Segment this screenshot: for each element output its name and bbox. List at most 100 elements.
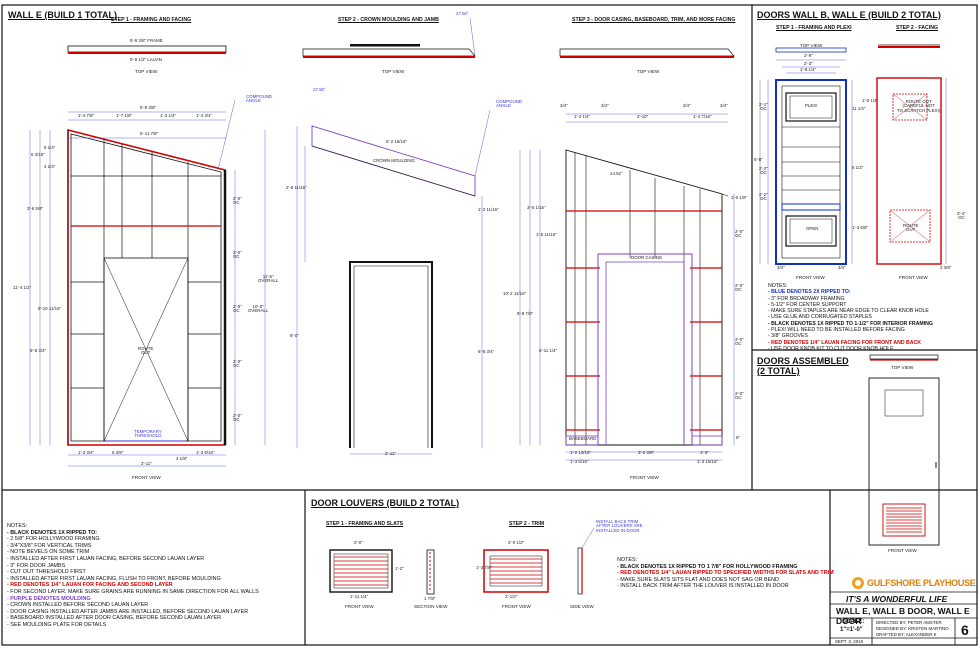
door-facing-top (878, 46, 940, 48)
dim-a11: 1'-3 5/8" (852, 225, 869, 230)
dim-a9: 5 1/2" (852, 165, 864, 170)
step1-top-frame (67, 45, 227, 53)
note-line: - INSTALL BACK TRIM AFTER THE LOUVER IS … (617, 583, 789, 590)
dim-f8: 14.52° (610, 171, 623, 176)
oc-f2: 2'-0" OC (735, 283, 744, 293)
note-line: - RED DENOTES 1/4" LAUAN RIPPED TO SPECI… (617, 570, 834, 577)
dim-a1: 2'-9" (804, 53, 813, 58)
dim-a12: 3/4" (777, 265, 785, 270)
plate-number: 6 (961, 622, 969, 638)
dim-f6: 3/4" (683, 103, 691, 108)
note-line: - 3/4"X3/8" FOR VERTICAL TRIMS (7, 542, 92, 549)
dim-f15: 1'-2 13/16" (570, 450, 591, 455)
plexi-label: PLEXI (805, 103, 818, 108)
dim-b5: 2'-0 1/2" (508, 540, 525, 545)
wall-e-step2: STEP 2 - CROWN MOULDING AND JAMB (338, 17, 439, 23)
note-line: - BLACK DENOTES 1X RIPPED TO: (7, 529, 98, 536)
designed-by: DESIGNED BY: KRISTEN MARTINO (876, 626, 949, 631)
dim-e2: 2'-8 11/16" (286, 185, 307, 190)
sheet-border (1, 4, 978, 646)
dim-d8: 6 3/16" (31, 152, 45, 157)
dim-d15: 6 3/8" (112, 450, 124, 455)
dim-b2: 1'-2" (395, 566, 404, 571)
note-line: - INSTALLED AFTER FIRST LAUAN FACING, FL… (7, 575, 221, 582)
louvers-side-view: SIDE VIEW (570, 604, 594, 609)
step2-top-jamb (350, 44, 420, 47)
note-line: - BLACK DENOTES 1X RIPPED TO 1-1/2" FOR … (768, 320, 933, 327)
dim-a7: 6'-8" (754, 157, 763, 162)
dim-d6: 5'-11 7/8" (140, 131, 159, 136)
lauan-label: 5'-9 1/2" LAUAN (130, 57, 162, 62)
overall-b: 10'-0" OVERALL (248, 304, 269, 314)
scale-label: SCALE: (842, 619, 865, 625)
oc-1: 2'-0" OC (233, 196, 242, 206)
dim-d7: 9 1/4" (44, 145, 56, 150)
louvers-notes: NOTES:- BLACK DENOTES 1X RIPPED TO 1 7/8… (617, 557, 834, 590)
note-line: - BLUE DENOTES 2X RIPPED TO: (768, 289, 851, 296)
dim-b7: 2'-1/2" (505, 594, 518, 599)
dim-d1: 5'-9 3/8" (140, 105, 157, 110)
doors-step2: STEP 2 - FACING (896, 25, 938, 31)
step3-top-view-label: TOP VIEW (637, 69, 660, 74)
dim-d4: 1'-3 1/4" (160, 113, 177, 118)
note-line: - BLACK DENOTES 1X RIPPED TO 1 7/8" FOR … (617, 563, 798, 570)
step2-top-lauan (303, 56, 475, 58)
dim-e5: 6'-8 3/4" (478, 349, 495, 354)
note-line: - RED DENOTES 1/4" LAUAN FACING FOR FRON… (768, 339, 921, 346)
louvers-section-view: SECTION VIEW (414, 604, 448, 609)
note-line: - CROWN INSTALLED BEFORE SECOND LAUAN LA… (7, 602, 149, 609)
note-line: - PURPLE DENOTES MOULDING (7, 595, 91, 602)
louver-slats-1 (334, 556, 388, 586)
door-casing-label: DOOR CASING (631, 255, 663, 260)
dim-d9: 4 1/4" (44, 164, 56, 169)
note-line: - INSTALLED AFTER FIRST LAUAN FACING, BE… (7, 555, 205, 562)
logo-mark (852, 577, 864, 589)
temp-threshold-label: TEMPORARY THRESHOLD (134, 429, 162, 439)
note-line: NOTES: (768, 283, 788, 289)
door-framing-front (775, 79, 847, 265)
title-block-frame (830, 591, 977, 645)
dim-d2: 1'-4 7/8" (78, 113, 95, 118)
assembled-top-view (870, 359, 938, 361)
open-label: OPEN (806, 226, 819, 231)
louvers-step2: STEP 2 - TRIM (509, 521, 545, 527)
plate-title: WALL E, WALL B DOOR, WALL E DOOR (836, 606, 970, 626)
dim-f10: 1'-5 11/16" (536, 232, 557, 237)
note-line: - 3" FOR DOOR JAMBS (7, 562, 66, 569)
assembled-title: DOORS ASSEMBLED (2 TOTAL) (757, 356, 849, 376)
wall-e-notes: NOTES:- BLACK DENOTES 1X RIPPED TO: - 2 … (7, 523, 259, 629)
note-line: - NOTE BEVELS ON SOME TRIM (7, 549, 90, 556)
louver-slats-2 (490, 558, 542, 584)
dim-f5: 1'-4 7/16" (693, 114, 712, 119)
note-line: - USE DOOR KNOB KIT TO CUT DOOR KNOB HOL… (768, 345, 894, 352)
compound-angle-1: COMPOUND ANGLE (246, 94, 273, 104)
dim-b1: 2'-0" (354, 540, 363, 545)
dim-f16: 1'-3 5/16" (570, 459, 589, 464)
dim-a8: 2'-2" OC (759, 166, 768, 176)
dim-f3: 1'-4 1/4" (574, 114, 591, 119)
directed-by: DIRECTED BY: PETER AMSTER (876, 620, 942, 625)
wall-e-title: WALL E (BUILD 1 TOTAL) (8, 10, 117, 20)
step1-front-elevation (67, 128, 227, 446)
step1-top-lauan (68, 52, 226, 54)
dim-e3: 1'-2 11/16" (478, 207, 499, 212)
step3-top-view (559, 48, 735, 57)
angle-a: 27.50° (456, 11, 469, 16)
note-line: - SEE MOULDING PLATE FOR DETAILS (7, 621, 107, 628)
doors-notes: NOTES:- BLUE DENOTES 2X RIPPED TO: - 3" … (768, 283, 933, 352)
doors-top-view: TOP VIEW (800, 43, 823, 48)
frame-label: 5'-9 3/8" FRAME (130, 38, 163, 43)
note-line: - MAKE SURE STAPLES ARE NEAR EDGE TO CLE… (768, 308, 929, 315)
note-line: - DOOR CASING INSTALLED AFTER JAMBS ARE … (7, 608, 249, 615)
dim-a2: 2'-3" (804, 61, 813, 66)
louver-side (577, 527, 595, 595)
step2-front-elevation (311, 125, 476, 448)
dim-e6: 2'-11" (385, 451, 396, 456)
dim-d17: 2'-11" (141, 461, 152, 466)
oc-f1: 2'-0" OC (735, 229, 744, 239)
oc-4: 2'-0" OC (233, 359, 242, 369)
drawing-date: SEPT. 3, 2019 (835, 639, 864, 644)
dim-f19: 1'-3 15/16" (697, 459, 718, 464)
